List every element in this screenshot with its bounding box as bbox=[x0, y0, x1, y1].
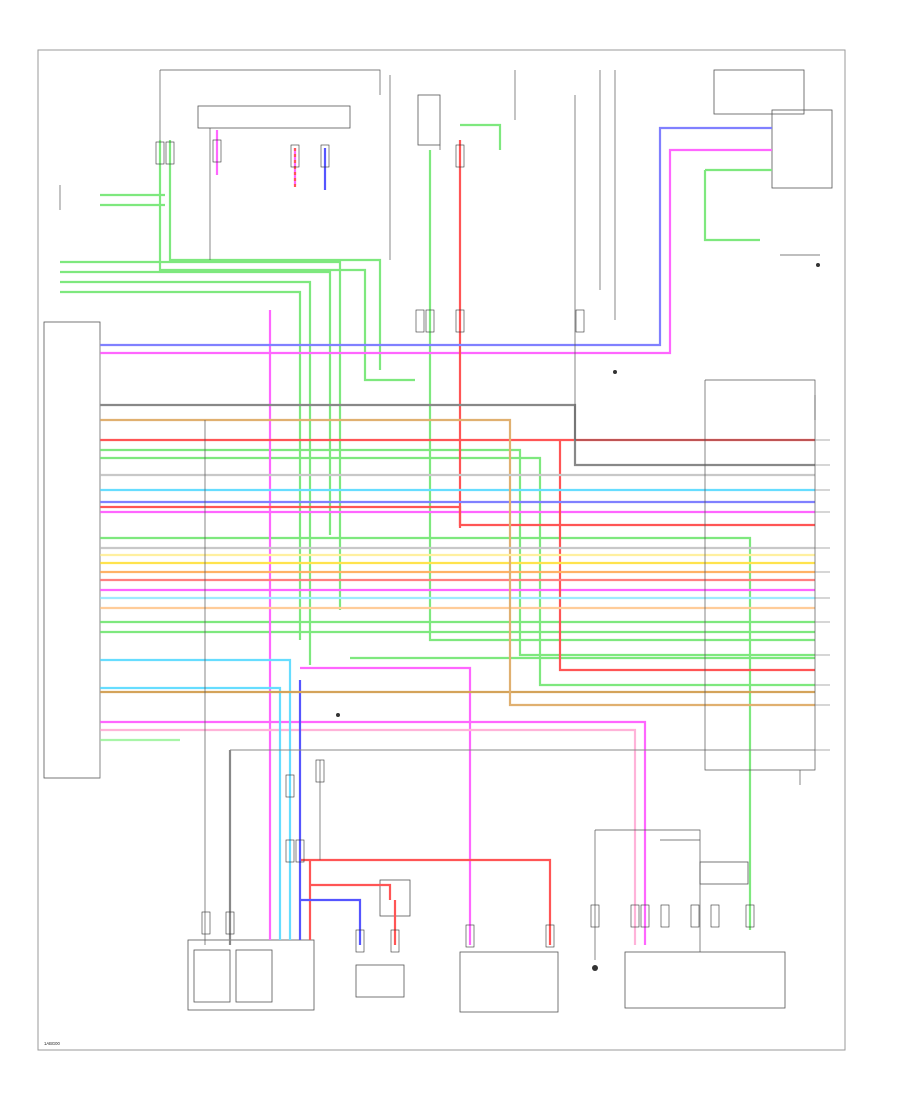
wire-green-9 bbox=[100, 448, 815, 657]
wire-green-8 bbox=[60, 290, 302, 640]
wire-magenta-7 bbox=[100, 720, 647, 945]
sunlight-sensor-box bbox=[187, 939, 315, 1011]
climate-control-unit-box bbox=[43, 321, 101, 779]
top-right-relay-box bbox=[713, 69, 805, 115]
wire-red-7 bbox=[310, 883, 392, 900]
wire-green-2 bbox=[168, 140, 382, 370]
footer-code: 1ABG00 bbox=[44, 1041, 61, 1046]
wire-cyan-2 bbox=[100, 658, 292, 940]
wire-green-1 bbox=[158, 140, 415, 382]
top-fuse-box bbox=[197, 105, 351, 129]
ground-icon bbox=[336, 713, 340, 717]
blower-motor-box bbox=[771, 109, 833, 189]
humidity-sensor-box bbox=[459, 951, 559, 1013]
ground-icon bbox=[592, 965, 598, 971]
wire-red-2 bbox=[100, 505, 815, 527]
sunlight-sensor-inner-2 bbox=[235, 949, 273, 1003]
thin-lines bbox=[59, 69, 820, 960]
ground-icon bbox=[613, 370, 617, 374]
wire-green-12 bbox=[460, 123, 502, 150]
wire-green-5 bbox=[60, 260, 342, 610]
wires bbox=[60, 123, 815, 945]
display-unit-box bbox=[624, 951, 786, 1009]
wire-magenta-6 bbox=[300, 666, 472, 945]
wire-tan-2 bbox=[100, 418, 815, 707]
ambient-sensor-box bbox=[355, 964, 405, 998]
ground-symbols bbox=[336, 263, 820, 971]
terminal-marks bbox=[155, 139, 755, 953]
right-pin-stubs bbox=[815, 439, 830, 751]
wire-gray-1 bbox=[100, 403, 815, 467]
wire-cyan-4 bbox=[100, 686, 282, 940]
right-connector-box bbox=[699, 861, 749, 885]
wire-green-13 bbox=[100, 536, 752, 930]
wire-green-11 bbox=[428, 150, 815, 642]
wire-pink-1 bbox=[100, 728, 637, 945]
wire-green-17 bbox=[703, 168, 772, 242]
diagram-frame bbox=[37, 49, 846, 1051]
sunlight-sensor-inner-1 bbox=[193, 949, 231, 1003]
component-boxes bbox=[43, 69, 833, 1013]
sensor-box-top bbox=[417, 94, 441, 146]
wire-red-4 bbox=[558, 440, 815, 672]
wire-blue-2 bbox=[100, 126, 772, 347]
wire-magenta-3 bbox=[100, 148, 772, 355]
wire-red-6 bbox=[300, 858, 552, 945]
ground-icon bbox=[816, 263, 820, 267]
wire-green-6 bbox=[60, 270, 332, 535]
